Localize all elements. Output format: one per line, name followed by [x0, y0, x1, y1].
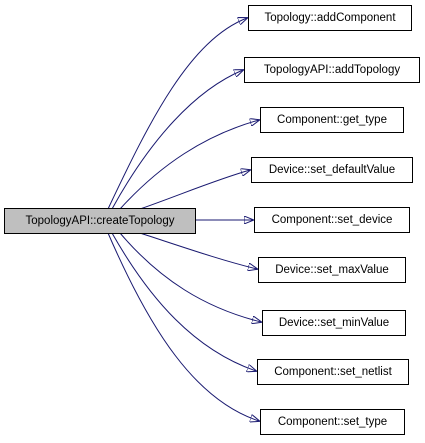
node-set-type[interactable]: Component::set_type [260, 409, 405, 435]
edge-to-t7 [111, 232, 256, 371]
edge-to-t2 [119, 120, 259, 210]
node-set-device[interactable]: Component::set_device [254, 207, 410, 233]
edge-to-t6 [119, 232, 261, 322]
edge-to-t8 [107, 232, 259, 421]
edge-to-t5 [139, 232, 257, 269]
node-get-type[interactable]: Component::get_type [260, 107, 404, 133]
node-set-max-value[interactable]: Device::set_maxValue [258, 257, 406, 283]
edge-to-t3 [139, 170, 250, 210]
edge-to-t1 [111, 70, 243, 210]
node-set-min-value[interactable]: Device::set_minValue [262, 310, 406, 336]
node-set-netlist[interactable]: Component::set_netlist [257, 359, 409, 385]
node-set-default-value[interactable]: Device::set_defaultValue [251, 157, 413, 183]
node-add-topology[interactable]: TopologyAPI::addTopology [244, 57, 420, 83]
node-add-component[interactable]: Topology::addComponent [248, 5, 412, 31]
edge-to-t0 [107, 18, 247, 210]
node-create-topology[interactable]: TopologyAPI::createTopology [4, 208, 196, 234]
